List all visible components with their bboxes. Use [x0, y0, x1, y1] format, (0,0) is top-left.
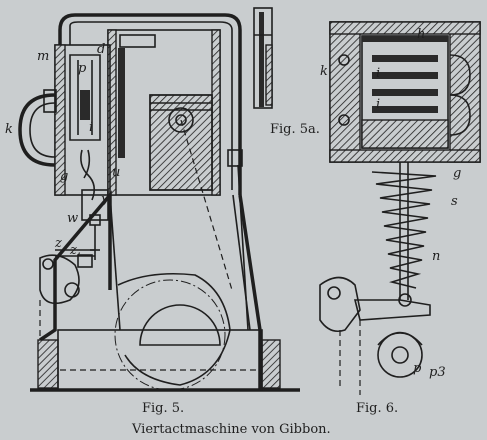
fig5-caption: Fig. 5. — [142, 401, 184, 416]
fig5a-caption: Fig. 5a. — [270, 122, 320, 137]
fig6-drawing — [319, 21, 481, 395]
label-i-fig6-bottom: i — [376, 97, 380, 112]
label-i-fig6-top: i — [376, 66, 380, 81]
label-p3: p3 — [429, 365, 446, 380]
label-m: m — [37, 49, 49, 64]
fig5a-drawing — [253, 7, 273, 109]
fig6-caption: Fig. 6. — [356, 401, 398, 416]
plate-caption: Viertactmaschine von Gibbon. — [131, 422, 331, 437]
label-d: d — [97, 42, 105, 57]
label-p-fig6: p — [413, 361, 422, 376]
label-z: z — [54, 236, 62, 251]
label-u: u — [112, 165, 120, 180]
label-y: y — [100, 192, 109, 207]
label-k-fig5: k — [5, 122, 13, 137]
label-k-fig6: k — [320, 64, 328, 79]
label-g-fig6: g — [453, 166, 461, 181]
fig5-drawing — [18, 13, 300, 392]
fig6-part-labels: h k i i g s n p p3 — [320, 27, 461, 380]
label-s: s — [451, 194, 458, 209]
label-n: n — [432, 249, 440, 264]
label-w: w — [67, 211, 78, 226]
label-z1: z, — [69, 243, 81, 258]
label-h: h — [417, 27, 425, 42]
label-p: p — [78, 61, 87, 76]
label-i-fig5: i — [89, 120, 93, 135]
label-g-fig5: g — [60, 169, 68, 184]
fig5-part-labels: m p d k i g u w y z z, — [5, 42, 120, 258]
